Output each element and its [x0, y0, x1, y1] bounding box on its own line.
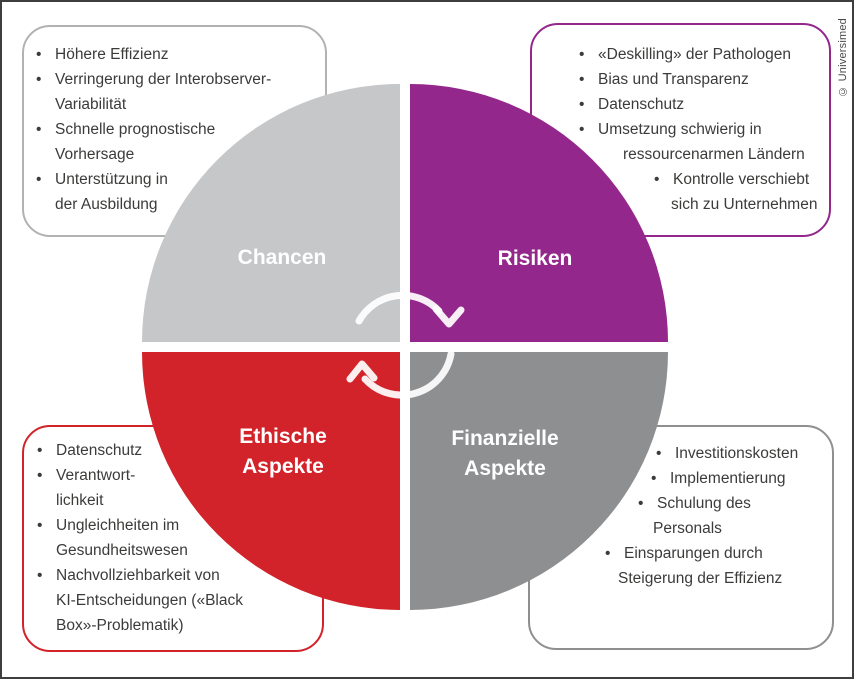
label-line: Finanzielle — [451, 427, 559, 450]
bullet-marker: • — [579, 96, 585, 113]
bullet-marker: • — [37, 467, 43, 484]
note-text: Schulung des — [657, 495, 751, 512]
quadrant-label-finanzielle: Finanzielle Aspekte — [451, 424, 558, 484]
note-line: • Kontrolle verschiebt — [532, 167, 829, 192]
note-text: der Ausbildung — [55, 196, 158, 213]
note-line: • Höhere Effizienz — [24, 42, 325, 67]
note-text: ressourcenarmen Ländern — [623, 146, 805, 163]
note-line: • Umsetzung schwierig in — [532, 117, 829, 142]
quadrant-label-chancen: Chancen — [237, 246, 327, 269]
quadrant-label-risiken: Risiken — [497, 247, 573, 270]
note-text: lichkeit — [56, 492, 104, 509]
note-line: KI-Entscheidungen («Black — [24, 588, 322, 613]
bullet-marker: • — [36, 46, 42, 63]
note-text: Umsetzung schwierig in — [598, 121, 762, 138]
bullet-marker: • — [654, 171, 660, 188]
bullet-marker: • — [37, 517, 43, 534]
note-line: • Unterstützung in — [24, 167, 325, 192]
note-line: der Ausbildung — [24, 192, 325, 217]
bullet-marker: • — [579, 46, 585, 63]
note-text: Ungleichheiten im — [56, 517, 180, 534]
note-line: • Schnelle prognostische — [24, 117, 325, 142]
note-text: Datenschutz — [56, 442, 143, 459]
bullet-marker: • — [36, 171, 42, 188]
note-text: Implementierung — [670, 470, 786, 487]
note-text: Bias und Transparenz — [598, 71, 749, 88]
note-line: • Ungleichheiten im — [24, 513, 322, 538]
note-line: • «Deskilling» der Pathologen — [532, 42, 829, 67]
note-text: Investitionskosten — [675, 445, 799, 462]
note-line: • Implementierung — [530, 466, 832, 491]
note-text: Datenschutz — [598, 96, 685, 113]
label-line: Aspekte — [242, 455, 324, 478]
bullet-marker: • — [638, 495, 644, 512]
note-line: Personals — [530, 516, 832, 541]
note-line: • Datenschutz — [24, 438, 322, 463]
note-text: Verantwort- — [56, 467, 136, 484]
note-line: • Verringerung der Interobserver- — [24, 67, 325, 92]
bullet-marker: • — [36, 121, 42, 138]
note-line: lichkeit — [24, 488, 322, 513]
note-line: Steigerung der Effizienz — [530, 566, 832, 591]
copyright-credit: © Universimed — [837, 18, 849, 97]
note-line: Vorhersage — [24, 142, 325, 167]
bullet-marker: • — [36, 71, 42, 88]
note-line: sich zu Unternehmen — [532, 192, 829, 217]
note-line: • Verantwort- — [24, 463, 322, 488]
note-text: Höhere Effizienz — [55, 46, 169, 63]
note-text: Personals — [653, 520, 722, 537]
note-line: • Bias und Transparenz — [532, 67, 829, 92]
note-line: Variabilität — [24, 92, 325, 117]
bullet-marker: • — [651, 470, 657, 487]
note-text: KI-Entscheidungen («Black — [56, 592, 243, 609]
note-text: Einsparungen durch — [624, 545, 763, 562]
note-line: • Einsparungen durch — [530, 541, 832, 566]
bullet-marker: • — [656, 445, 662, 462]
bullet-marker: • — [579, 71, 585, 88]
note-line: • Nachvollziehbarkeit von — [24, 563, 322, 588]
bullet-marker: • — [37, 442, 43, 459]
note-line: Box»-Problematik) — [24, 613, 322, 638]
note-line: Gesundheitswesen — [24, 538, 322, 563]
bullet-marker: • — [605, 545, 611, 562]
label-line: Aspekte — [464, 457, 546, 480]
note-text: Schnelle prognostische — [55, 121, 216, 138]
note-text: Steigerung der Effizienz — [618, 570, 783, 587]
note-text: Variabilität — [55, 96, 127, 113]
quadrant-label-ethische: Ethische Aspekte — [239, 422, 327, 482]
note-text: Unterstützung in — [55, 171, 168, 188]
note-line: • Datenschutz — [532, 92, 829, 117]
bullet-marker: • — [579, 121, 585, 138]
note-text: sich zu Unternehmen — [671, 196, 818, 213]
label-line: Ethische — [239, 425, 327, 448]
note-line: • Schulung des — [530, 491, 832, 516]
note-text: Box»-Problematik) — [56, 617, 184, 634]
bullet-marker: • — [37, 567, 43, 584]
note-line: ressourcenarmen Ländern — [532, 142, 829, 167]
note-text: Kontrolle verschiebt — [673, 171, 810, 188]
note-text: Nachvollziehbarkeit von — [56, 567, 220, 584]
note-line: • Investitionskosten — [530, 441, 832, 466]
note-text: Gesundheitswesen — [56, 542, 188, 559]
note-text: Vorhersage — [55, 146, 135, 163]
note-text: Verringerung der Interobserver- — [55, 71, 272, 88]
note-text: «Deskilling» der Pathologen — [598, 46, 792, 63]
